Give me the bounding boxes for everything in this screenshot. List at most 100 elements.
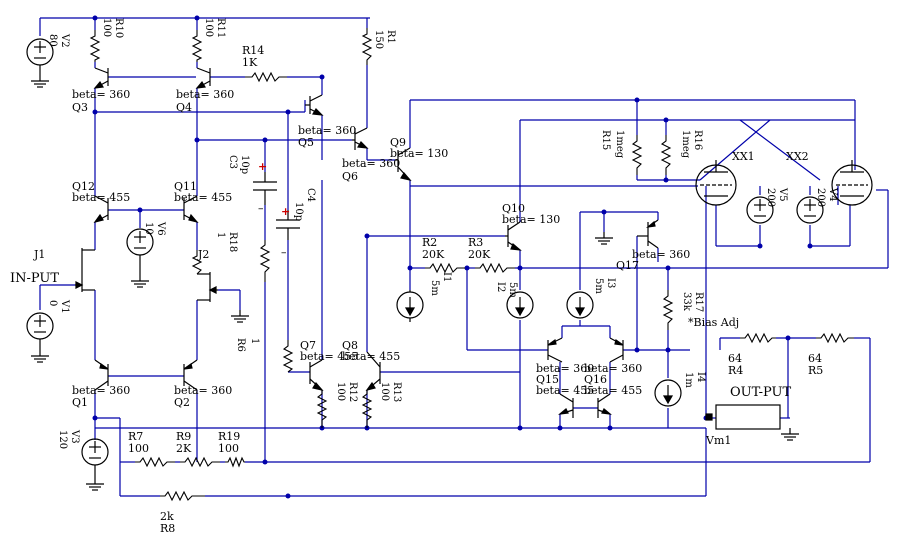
q1-beta: beta= 360 [72, 384, 130, 397]
q12-beta: beta= 455 [72, 191, 130, 204]
q6-beta: beta= 360 [342, 157, 400, 170]
jfet-j2 [197, 272, 218, 302]
bias-adj-label: *Bias Adj [688, 316, 739, 329]
transistor-q8 [365, 351, 381, 391]
r6-value: 1 [249, 338, 260, 344]
r5-value: 64 [808, 352, 822, 365]
transistor-q1 [94, 359, 109, 391]
transistor-q10 [505, 221, 522, 251]
q17-label: Q17 [616, 259, 639, 272]
r12-value: 100 [335, 382, 346, 401]
r14-value: 1K [242, 56, 258, 69]
r17-label: R17 [693, 292, 704, 312]
transistor-q3 [93, 67, 109, 89]
q9-label: Q9 [390, 136, 406, 149]
i2-label: I2 [495, 282, 506, 292]
resistor-r15 [631, 135, 643, 175]
q4-beta: beta= 360 [176, 88, 234, 101]
q13-beta: beta= 360 [536, 362, 594, 375]
capacitor-c3 [253, 172, 277, 205]
r19-label: R19 [218, 430, 240, 443]
voltage-source-v6 [126, 228, 154, 275]
transistor-q16 [597, 393, 612, 418]
c3-minus-marker: – [258, 202, 264, 215]
q1-label: Q1 [72, 396, 88, 409]
r9-label: R9 [176, 430, 191, 443]
resistor-r16 [660, 135, 672, 175]
r11-label: R11 [215, 18, 226, 38]
capacitor-c4 [276, 210, 300, 240]
r15-label: R15 [600, 130, 611, 150]
input-label: IN-PUT [10, 271, 59, 286]
v1-label: V1 [59, 299, 70, 314]
r4-label: R4 [728, 364, 743, 377]
current-source-i1 [396, 290, 424, 322]
r4-value: 64 [728, 352, 742, 365]
voltage-source-v2 [26, 38, 54, 75]
c4-plus-marker: + [281, 205, 290, 218]
r13-value: 100 [379, 382, 390, 401]
tubes [695, 160, 873, 206]
v6-label: V6 [155, 221, 166, 236]
i3-value: 5m [593, 278, 604, 294]
i4-value: 1m [683, 372, 694, 388]
q16-beta: beta= 455 [584, 384, 642, 397]
v2-label: V2 [59, 33, 70, 48]
r1-label: R1 [385, 30, 396, 44]
q3-beta: beta= 360 [72, 88, 130, 101]
r18-label: R18 [227, 232, 238, 252]
resistor-r6 [259, 240, 271, 282]
q15-label: Q15 [536, 373, 559, 386]
r8-label: R8 [160, 522, 175, 535]
transistor-q2 [183, 359, 198, 391]
r2-label: R2 [422, 236, 437, 249]
q4-label: Q4 [176, 101, 192, 114]
current-source-i3 [566, 291, 594, 319]
resistor-r4 [740, 332, 776, 344]
junctions [92, 15, 813, 499]
v3-label: V3 [69, 429, 80, 444]
r9-value: 2K [176, 442, 192, 455]
capacitors [253, 172, 300, 240]
wires [39, 17, 889, 497]
q8-beta: beta= 455 [342, 350, 400, 363]
voltmeter-vm1 [705, 404, 781, 430]
resistor-r12 [316, 390, 328, 428]
c4-minus-marker: – [281, 246, 287, 259]
v4-value: 200 [815, 188, 826, 207]
resistor-r5 [816, 332, 854, 344]
v5-label: V5 [777, 187, 788, 202]
transistor-q5 [305, 94, 324, 116]
voltage-source-v4 [796, 196, 824, 224]
output-label: OUT-PUT [730, 385, 791, 400]
resistor-r14 [245, 71, 287, 83]
r7-label: R7 [128, 430, 143, 443]
r15-value: 1meg [614, 130, 625, 159]
resistor-r19 [225, 456, 245, 468]
transistor-q4 [195, 67, 211, 89]
r10-label: R10 [113, 18, 124, 38]
r13-label: R13 [391, 382, 402, 402]
r12-label: R12 [347, 382, 358, 402]
c3-label: C3 [227, 155, 238, 169]
q8-label: Q8 [342, 339, 358, 352]
q2-beta: beta= 360 [174, 384, 232, 397]
r3-value: 20K [468, 248, 491, 261]
q16-label: Q16 [584, 373, 607, 386]
v6-value: 10 [143, 222, 154, 235]
transistor-q17 [637, 219, 659, 249]
resistor-r11 [191, 30, 203, 62]
resistor-r1 [361, 28, 373, 65]
resistor-r9 [180, 456, 220, 468]
i2-value: 5m [507, 282, 518, 298]
labels: V2 80 R10 100 R11 100 R1 150 R15 1meg R1… [10, 18, 838, 535]
jfets [75, 248, 218, 302]
tube-xx2 [831, 160, 873, 206]
r3-label: R3 [468, 236, 483, 249]
tube-xx1 [695, 160, 737, 206]
r5-label: R5 [808, 364, 823, 377]
r11-value: 100 [203, 18, 214, 37]
q11-beta: beta= 455 [174, 191, 232, 204]
jfet-j1 [75, 248, 95, 292]
transistor-q13 [547, 337, 563, 363]
